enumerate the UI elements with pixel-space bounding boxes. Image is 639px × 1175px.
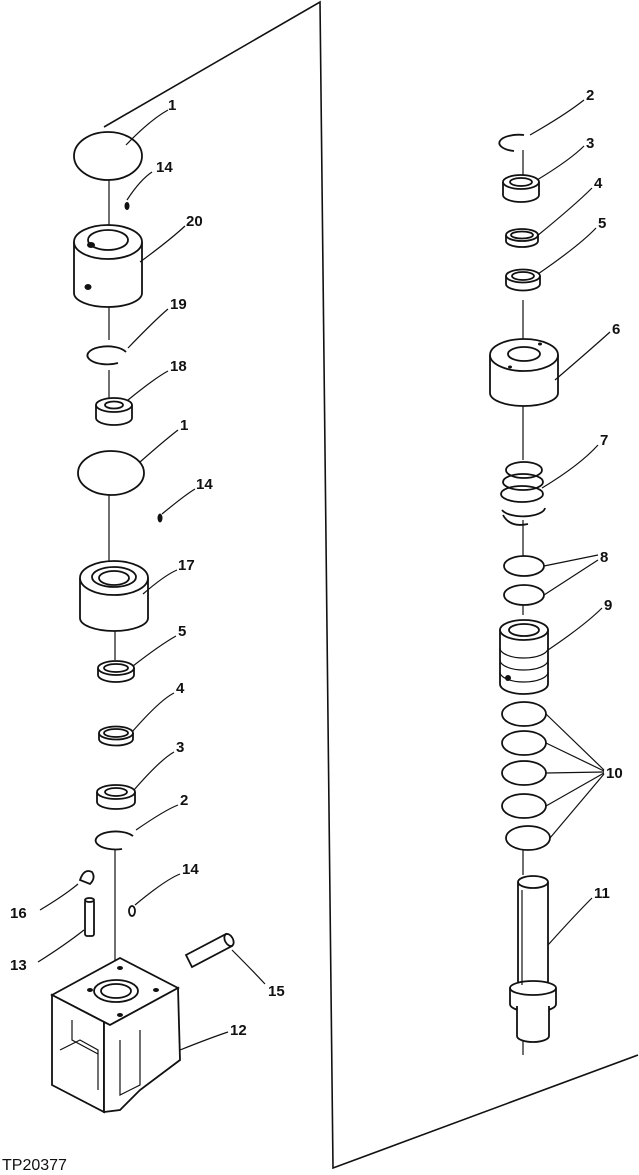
part-13-dowel [84, 897, 95, 937]
label-1-lower: 1 [180, 417, 188, 434]
label-9: 9 [604, 597, 612, 614]
part-9-piston [499, 619, 549, 695]
label-20: 20 [186, 213, 203, 230]
part-1-upper-disc [73, 131, 143, 181]
label-5-right: 5 [598, 215, 606, 232]
centre-lines [108, 150, 524, 1055]
part-14-upper-pin [124, 202, 130, 210]
frame-lines [103, 0, 639, 1170]
part-12-base-block [50, 956, 181, 1114]
part-6-housing [489, 338, 559, 407]
part-17-housing [79, 560, 149, 632]
label-8: 8 [600, 549, 608, 566]
label-7: 7 [600, 432, 608, 449]
leader-lines [37, 99, 611, 1051]
callout-labels: 1 14 20 19 18 1 14 17 5 4 3 2 14 16 13 1… [10, 87, 623, 1039]
part-14-middle-pin [157, 513, 163, 523]
label-6: 6 [612, 321, 620, 338]
label-3-left: 3 [176, 739, 184, 756]
label-14-upper: 14 [156, 159, 173, 176]
part-8-rings [503, 555, 545, 606]
figure-id: TP20377 [2, 1157, 67, 1174]
part-10-rings [501, 701, 551, 851]
label-3-right: 3 [586, 135, 594, 152]
part-5-left-seal [97, 660, 135, 683]
part-14-lower-pin [128, 905, 136, 917]
label-14-middle: 14 [196, 476, 213, 493]
label-16: 16 [10, 905, 27, 922]
label-13: 13 [10, 957, 27, 974]
part-2-right-snap-ring [498, 133, 525, 152]
part-3-right-bushing [502, 174, 540, 203]
label-4-right: 4 [594, 175, 603, 192]
part-18-bushing [95, 397, 133, 426]
label-10: 10 [606, 765, 623, 782]
label-14-lower: 14 [182, 861, 199, 878]
part-3-left-bushing [96, 784, 136, 810]
label-15: 15 [268, 983, 285, 1000]
label-12: 12 [230, 1022, 247, 1039]
part-15-pin [184, 932, 235, 969]
part-1-lower-disc [77, 450, 145, 496]
part-7-spring [500, 461, 546, 526]
label-1-upper: 1 [168, 97, 176, 114]
label-19: 19 [170, 296, 187, 313]
label-11: 11 [594, 885, 610, 902]
part-4-right-washer [505, 228, 539, 248]
part-5-right-seal [505, 268, 541, 292]
label-18: 18 [170, 358, 187, 375]
part-4-left-washer [98, 725, 134, 747]
label-17: 17 [178, 557, 195, 574]
part-2-left-snap-ring [94, 830, 134, 851]
label-2-right: 2 [586, 87, 594, 104]
label-5-left: 5 [178, 623, 186, 640]
label-2-left: 2 [180, 792, 188, 809]
part-11-shaft [509, 875, 557, 1043]
part-20-sleeve [73, 224, 143, 308]
part-19-snap-ring [86, 345, 127, 366]
part-16-clip [78, 870, 95, 886]
label-4-left: 4 [176, 680, 185, 697]
